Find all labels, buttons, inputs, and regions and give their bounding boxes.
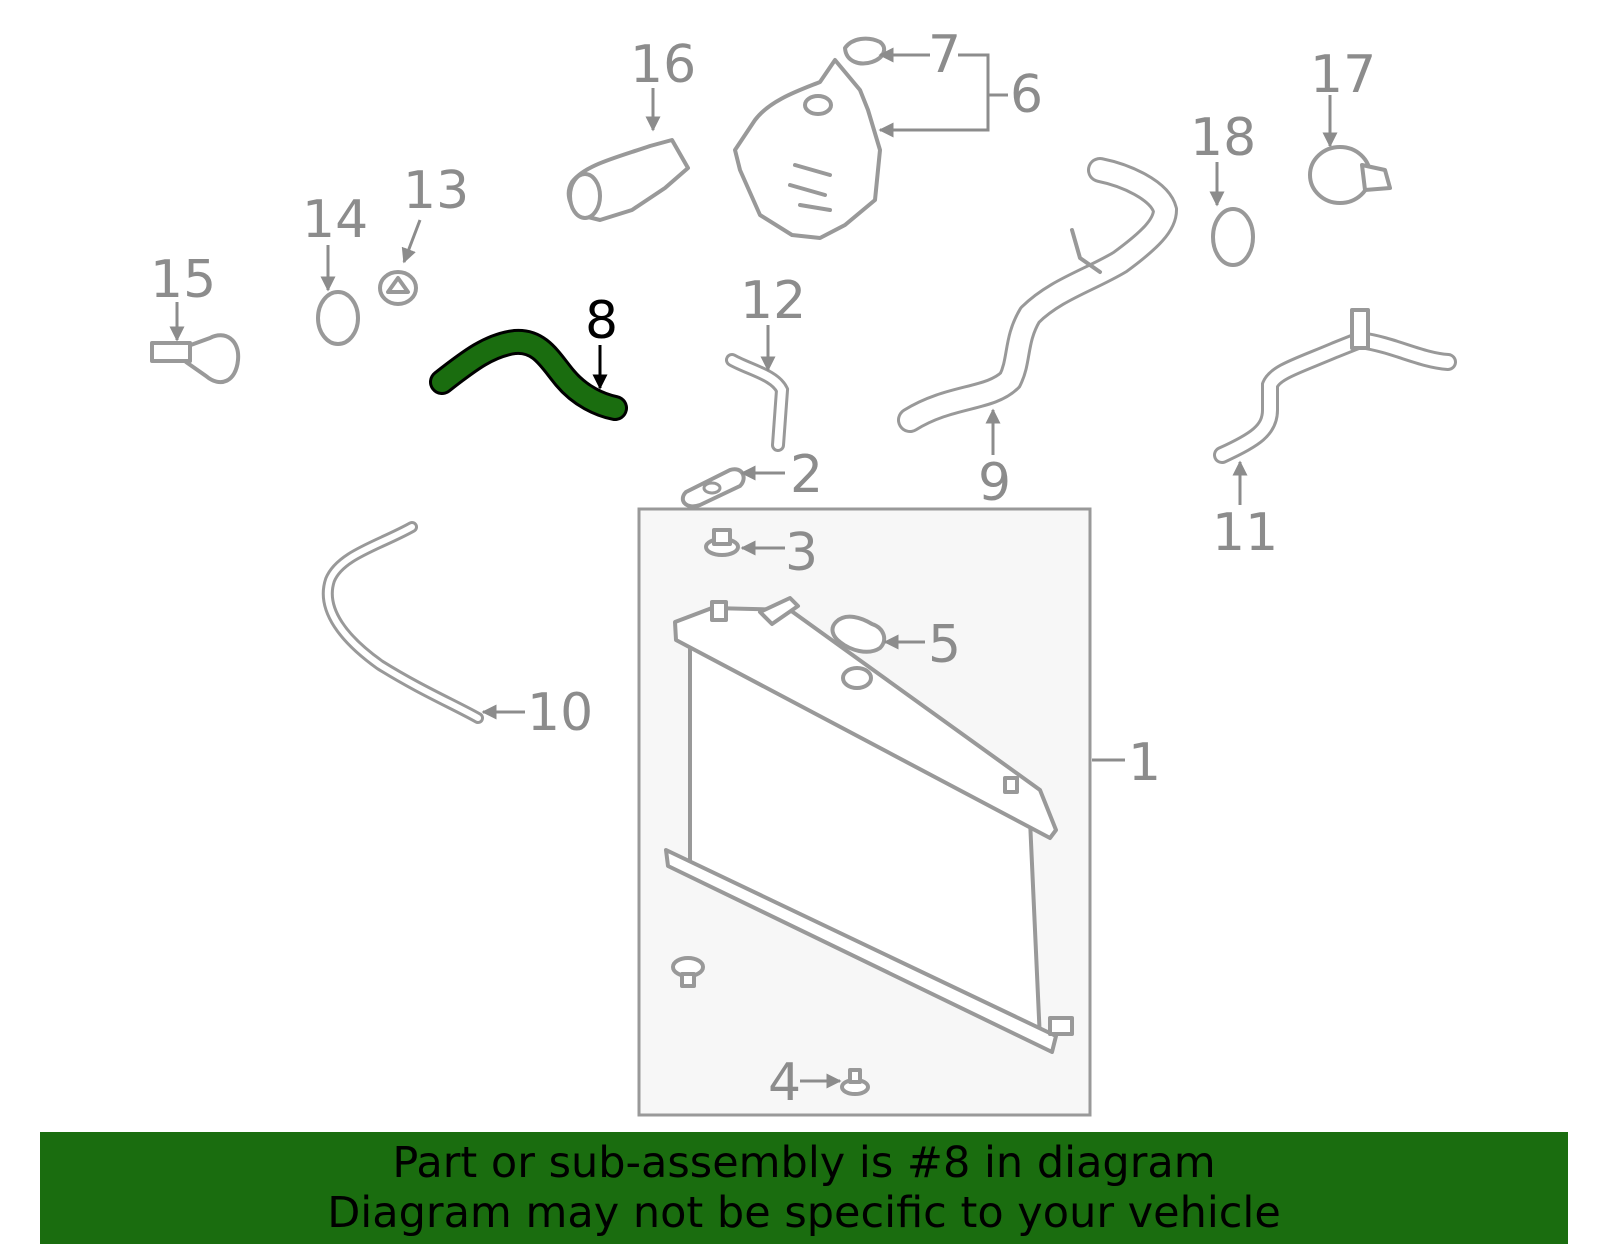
callout-1: 1 bbox=[1128, 733, 1161, 793]
callout-8: 8 bbox=[585, 291, 618, 351]
radiator-outlet-pipe bbox=[1048, 1016, 1074, 1036]
callout-17: 17 bbox=[1310, 45, 1376, 105]
part-14-gasket bbox=[316, 290, 360, 346]
part-9-bracket bbox=[1070, 228, 1102, 274]
part-13-thermostat bbox=[378, 270, 418, 306]
callout-13: 13 bbox=[403, 161, 469, 221]
callout-18: 18 bbox=[1190, 108, 1256, 168]
part-8-radiator-hose-fill bbox=[432, 331, 625, 418]
part-7-reservoir-cap bbox=[843, 36, 887, 66]
radiator-inlet-pipe bbox=[758, 596, 800, 626]
part-9-radiator-hose bbox=[897, 157, 1179, 433]
part-16-thermostat-housing bbox=[566, 138, 690, 222]
callout-12: 12 bbox=[740, 271, 806, 331]
callout-4: 4 bbox=[768, 1053, 801, 1113]
callout-16: 16 bbox=[630, 35, 696, 95]
lower-grommet bbox=[671, 956, 705, 988]
radiator-filler-neck bbox=[710, 600, 728, 622]
radiator-assembly-group bbox=[637, 507, 1092, 1117]
part-3-grommet bbox=[704, 528, 740, 557]
callout-3: 3 bbox=[785, 523, 818, 583]
part-18-gasket bbox=[1211, 207, 1255, 267]
radiator-cap-seat bbox=[841, 666, 873, 690]
callout-11: 11 bbox=[1212, 503, 1278, 563]
info-banner: Part or sub-assembly is #8 in diagram Di… bbox=[40, 1132, 1568, 1244]
part-11-fitting bbox=[1350, 308, 1370, 350]
radiator-side-bracket bbox=[1003, 776, 1019, 794]
radiator-bottom-tank bbox=[664, 848, 1058, 1054]
callout-14: 14 bbox=[302, 190, 368, 250]
banner-line-2: Diagram may not be specific to your vehi… bbox=[327, 1188, 1281, 1238]
part-6-reservoir-tank bbox=[733, 58, 882, 240]
part-2-gasket bbox=[680, 467, 746, 509]
banner-line-1: Part or sub-assembly is #8 in diagram bbox=[392, 1138, 1216, 1188]
callout-2: 2 bbox=[790, 445, 823, 505]
leader-lines bbox=[169, 47, 1338, 1089]
callout-6: 6 bbox=[1010, 65, 1043, 125]
part-17-water-outlet bbox=[1308, 145, 1392, 205]
callout-5: 5 bbox=[928, 615, 961, 675]
part-5-radiator-cap bbox=[830, 614, 887, 654]
part-4-bolt bbox=[840, 1068, 870, 1096]
callout-15: 15 bbox=[150, 250, 216, 310]
callout-7: 7 bbox=[928, 25, 961, 85]
part-15-water-outlet bbox=[150, 333, 241, 385]
callout-10: 10 bbox=[527, 683, 593, 743]
callout-9: 9 bbox=[978, 453, 1011, 513]
